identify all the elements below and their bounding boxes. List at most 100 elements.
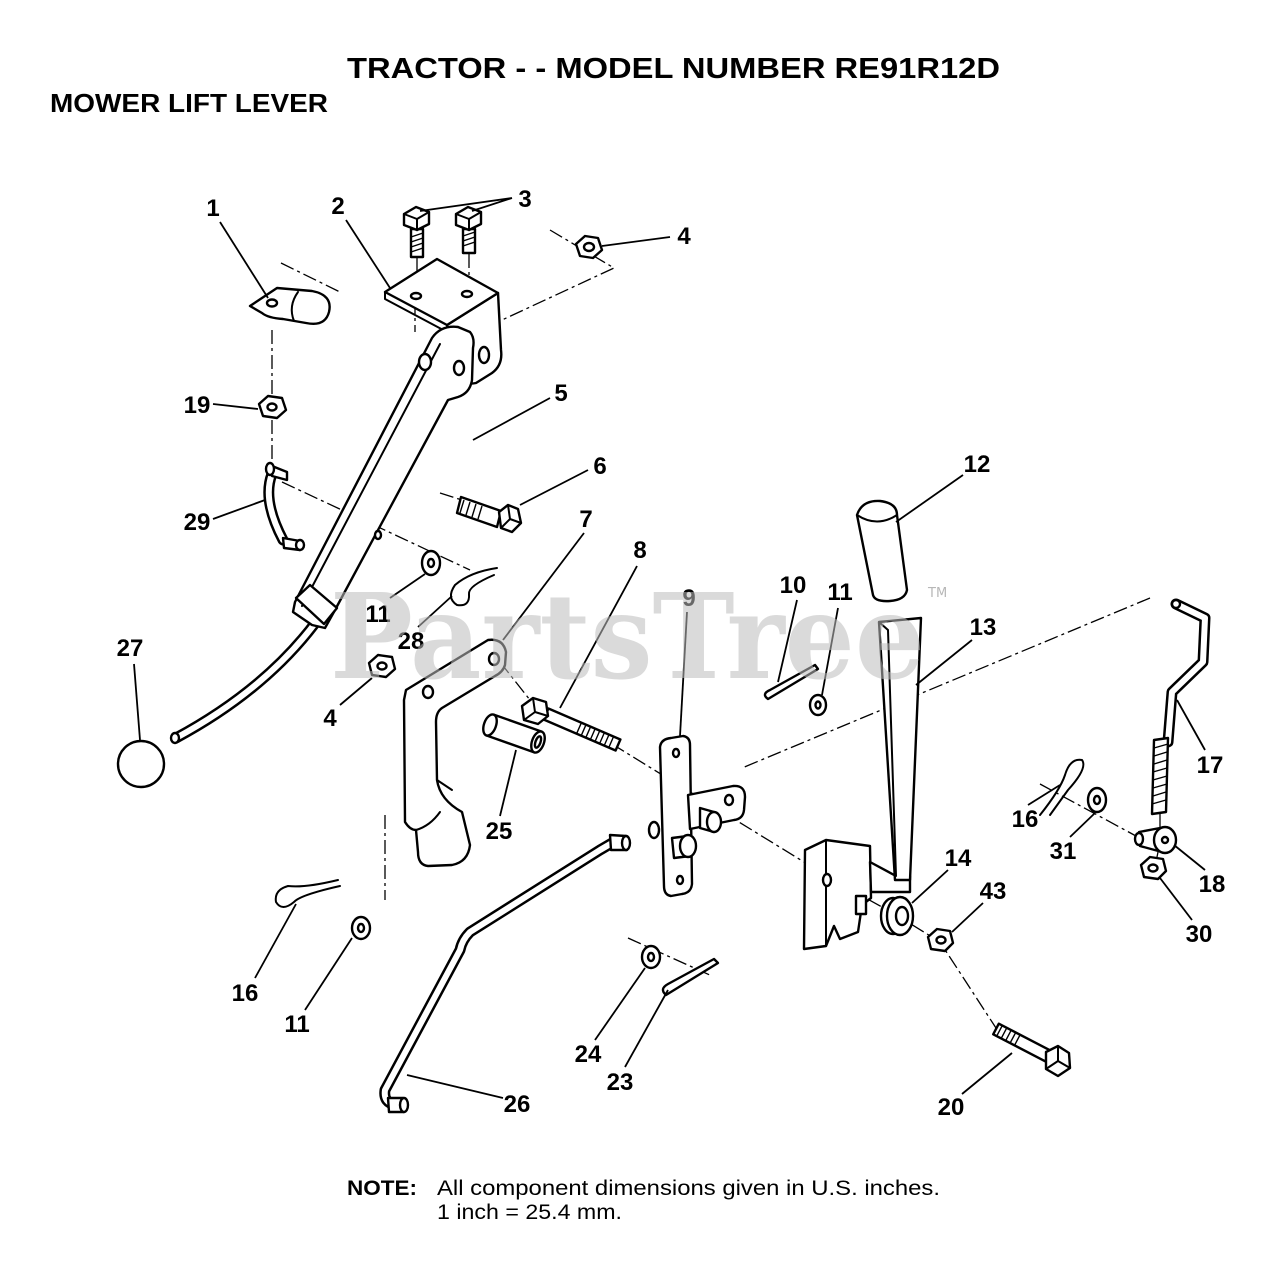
callout-25: 25 [486,818,513,845]
lift-arm [291,325,475,630]
callout-9: 9 [682,585,695,612]
hex-bolt [992,1022,1072,1078]
washer [350,915,372,941]
callout-11-lower-left: 11 [284,1011,309,1038]
leader-line [951,902,984,933]
leader-line [254,903,297,979]
washer [640,944,662,970]
leader-line [417,595,453,628]
callout-1: 1 [206,195,219,222]
leader-line [821,607,839,696]
lift-link-rod [379,833,632,1114]
leader-line [389,573,426,599]
callout-30: 30 [1186,921,1213,948]
callout-4-top: 4 [677,223,691,250]
adjustment-rod [1150,598,1211,816]
leader-line [133,663,141,741]
bushing [879,895,915,937]
hex-nut [367,653,397,679]
shoulder-bolt [455,495,523,534]
cotter-pin [661,957,720,997]
leader-line [601,236,671,247]
callout-29: 29 [184,509,211,536]
note-line-2: 1 inch = 25.4 mm. [437,1201,622,1224]
handle-grip [855,499,909,603]
callout-14: 14 [945,845,972,872]
hex-nut [1139,855,1168,881]
callout-17: 17 [1197,752,1224,779]
leader-line [895,474,964,523]
pivot-bolt [520,696,622,752]
leader-line [304,937,353,1011]
callout-11-upper-left: 11 [365,601,390,628]
leader-line [519,469,589,506]
watermark-text: PartsTree [330,567,925,706]
callout-43: 43 [980,878,1007,905]
leader-line [679,611,688,737]
callout-20: 20 [938,1094,965,1121]
callout-7: 7 [579,506,592,533]
leader-line [1159,877,1193,921]
washer [420,549,442,577]
washer [808,693,828,717]
callout-26: 26 [504,1091,531,1118]
lock-nut [926,927,955,953]
washer [1086,786,1108,814]
leader-line [419,197,513,212]
hairpin-clip [1039,758,1085,816]
bolt [454,205,483,255]
section-title: MOWER LIFT LEVER [50,88,328,118]
callout-4-middle: 4 [323,705,337,732]
leader-line [502,532,585,641]
note-line-1: All component dimensions given in U.S. i… [437,1177,940,1200]
callout-16-left: 16 [232,980,259,1007]
callouts: 1 2 3 4 19 5 6 29 11 28 27 12 7 8 9 10 1… [117,186,1226,1121]
leader-lines [133,197,1206,1099]
note-label: NOTE: [347,1177,417,1200]
callout-2: 2 [331,193,344,220]
spacer-tube [482,713,546,754]
leader-line [406,1074,504,1099]
leader-line [1176,699,1206,751]
callout-31: 31 [1050,838,1077,865]
lift-rod [169,616,322,745]
callout-16-right: 16 [1012,806,1039,833]
leader-line [472,397,551,441]
callout-5: 5 [554,380,567,407]
pivot-plate [647,734,747,898]
leader-line [594,967,646,1041]
leader-line [961,1052,1013,1095]
leader-line [212,499,266,520]
leader-line [915,639,973,686]
pivot-bracket [402,638,508,868]
bolt [402,205,431,259]
swivel [1133,825,1178,855]
cotter-pin [763,663,820,701]
watermark-trademark: TM [927,586,947,601]
lift-link [263,461,306,552]
callout-8: 8 [633,537,646,564]
callout-28: 28 [398,628,425,655]
leader-line [219,221,269,299]
leader-line [1027,784,1061,806]
hex-nut [257,394,288,420]
leader-line [1069,812,1096,838]
lift-handle [802,616,923,951]
callout-23: 23 [607,1069,634,1096]
callout-11-upper-right: 11 [827,579,852,606]
diagram-title: TRACTOR - - MODEL NUMBER RE91R12D [347,53,1000,85]
clip [248,286,331,326]
leader-line [1173,844,1206,871]
callout-24: 24 [575,1041,602,1068]
leader-line [339,677,373,706]
callout-6: 6 [593,453,606,480]
hairpin-clip [274,879,341,908]
leader-line [499,749,517,817]
dimension-note: NOTE: All component dimensions given in … [347,1177,940,1224]
leader-line [345,219,391,289]
leader-line [559,565,638,709]
watermark: PartsTree TM [330,567,947,706]
callout-10: 10 [780,572,807,599]
callout-27: 27 [117,635,144,662]
